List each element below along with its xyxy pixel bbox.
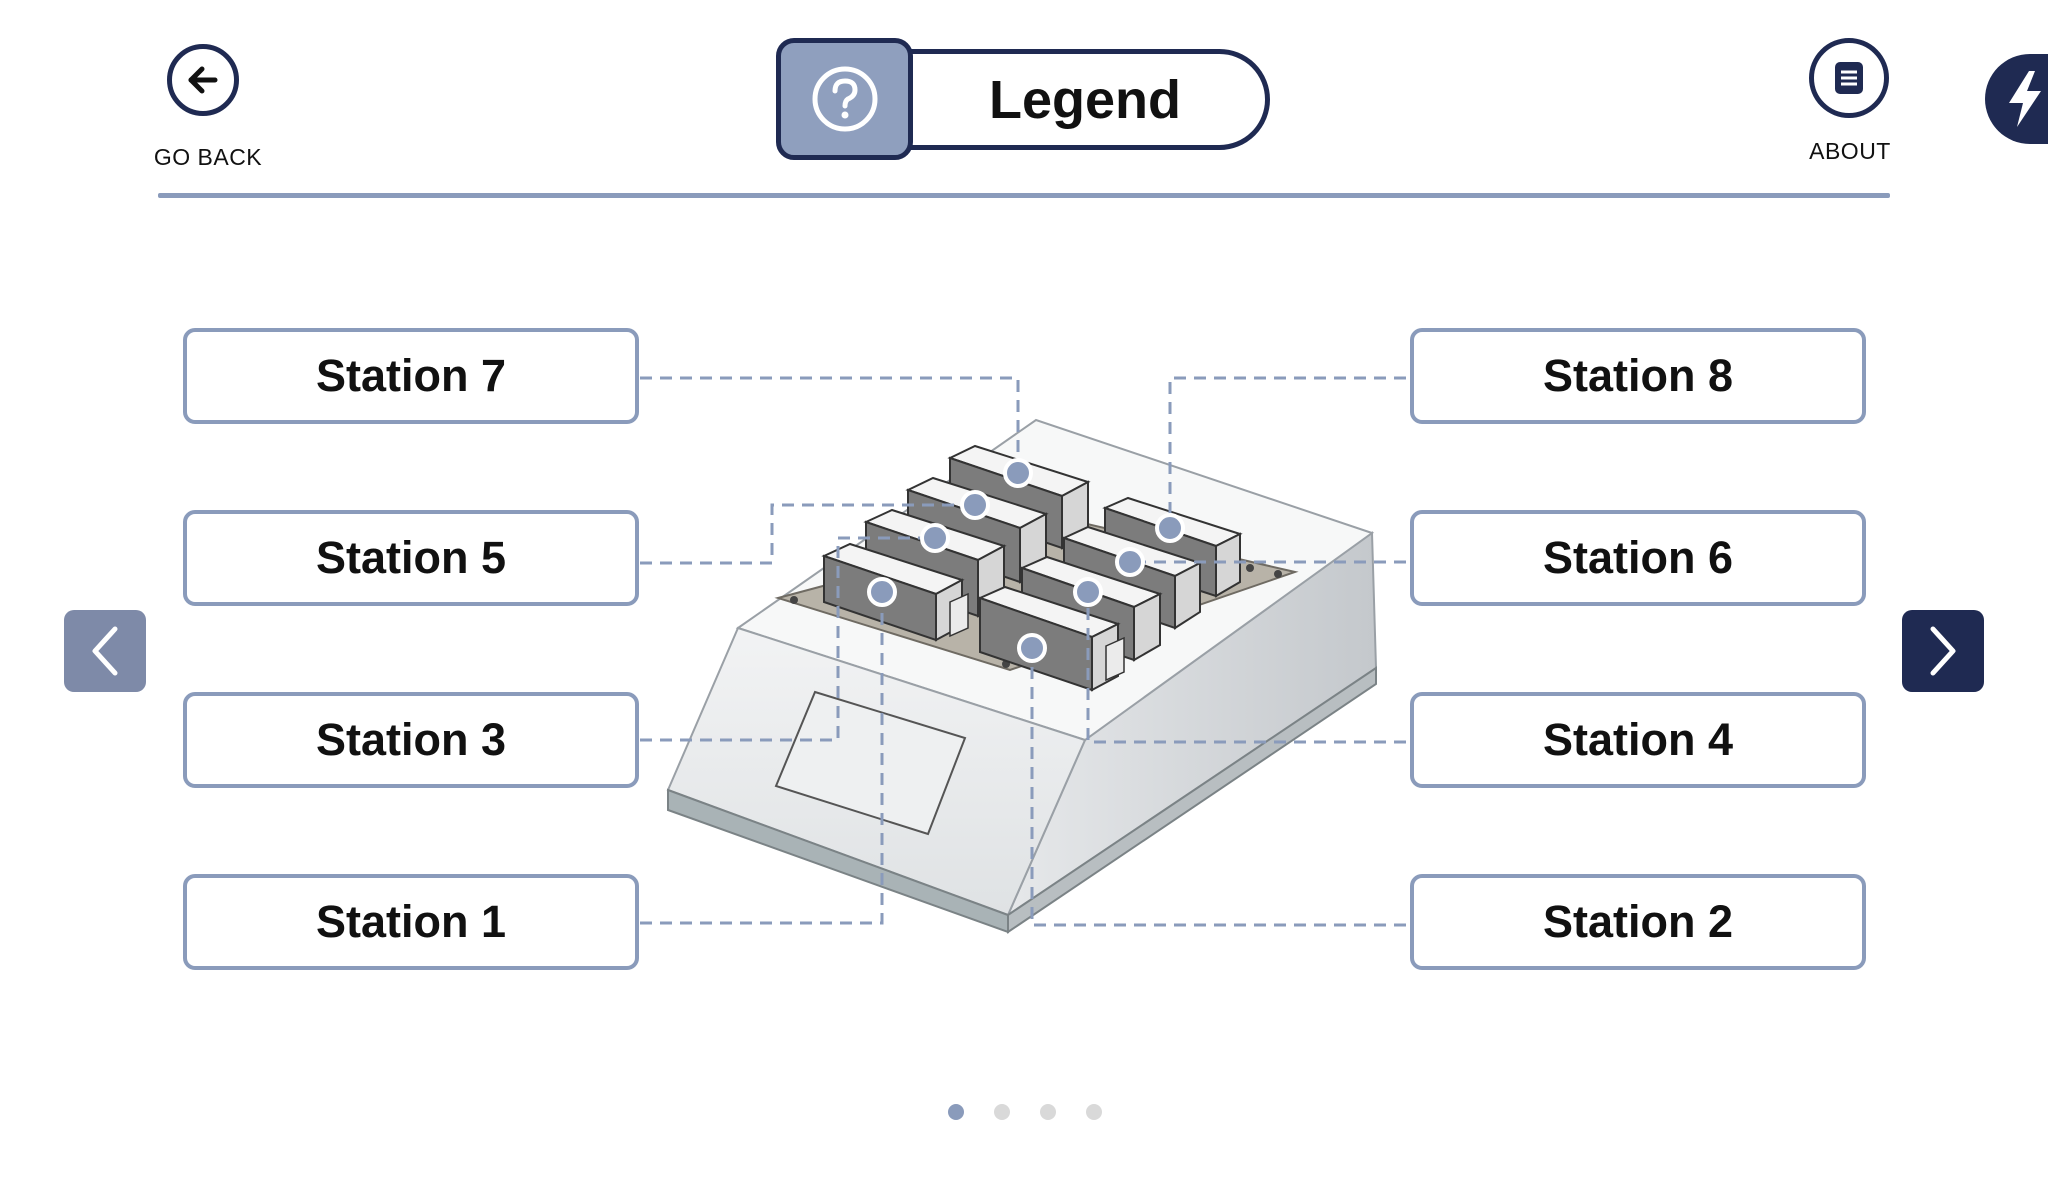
help-button[interactable]: [776, 38, 913, 160]
leader-line-station-1: [640, 592, 884, 925]
document-list-icon: [1835, 62, 1863, 94]
leader-line-station-5: [640, 503, 975, 565]
page-dot-1[interactable]: [948, 1104, 964, 1120]
station-4-button[interactable]: Station 4: [1410, 692, 1866, 788]
chevron-left-icon: [92, 626, 118, 676]
about-button[interactable]: [1809, 38, 1889, 118]
station-6-button[interactable]: Station 6: [1410, 510, 1866, 606]
station-6-marker: [1115, 547, 1145, 577]
station-8-marker: [1155, 513, 1185, 543]
previous-page-button[interactable]: [64, 610, 146, 692]
leader-line-station-7: [640, 376, 1020, 473]
station-2-button[interactable]: Station 2: [1410, 874, 1866, 970]
station-3-marker: [920, 523, 950, 553]
station-7-marker: [1003, 458, 1033, 488]
chevron-right-icon: [1930, 626, 1956, 676]
station-4-marker: [1073, 577, 1103, 607]
next-page-button[interactable]: [1902, 610, 1984, 692]
leader-line-station-3: [640, 536, 935, 742]
header-divider: [158, 193, 1890, 198]
about-label: ABOUT: [1809, 138, 1891, 164]
go-back-button[interactable]: [167, 44, 239, 116]
question-mark-icon: [812, 66, 877, 132]
station-5-button[interactable]: Station 5: [183, 510, 639, 606]
page-title: Legend: [988, 69, 1181, 130]
station-2-marker: [1017, 633, 1047, 663]
page-dot-2[interactable]: [994, 1104, 1010, 1120]
leader-lines: [640, 376, 1406, 927]
station-5-marker: [960, 490, 990, 520]
lightning-bolt-icon: [2009, 71, 2041, 127]
page-dot-4[interactable]: [1086, 1104, 1102, 1120]
go-back-label: GO BACK: [153, 144, 263, 170]
leader-line-station-4: [1086, 592, 1406, 744]
page-dot-3[interactable]: [1040, 1104, 1056, 1120]
leader-line-station-2: [1030, 648, 1406, 927]
station-3-button[interactable]: Station 3: [183, 692, 639, 788]
station-1-marker: [867, 577, 897, 607]
station-7-button[interactable]: Station 7: [183, 328, 639, 424]
quick-action-tab[interactable]: [1985, 54, 2048, 144]
station-1-button[interactable]: Station 1: [183, 874, 639, 970]
station-markers: [867, 458, 1185, 663]
arrow-left-icon: [188, 66, 218, 94]
station-8-button[interactable]: Station 8: [1410, 328, 1866, 424]
